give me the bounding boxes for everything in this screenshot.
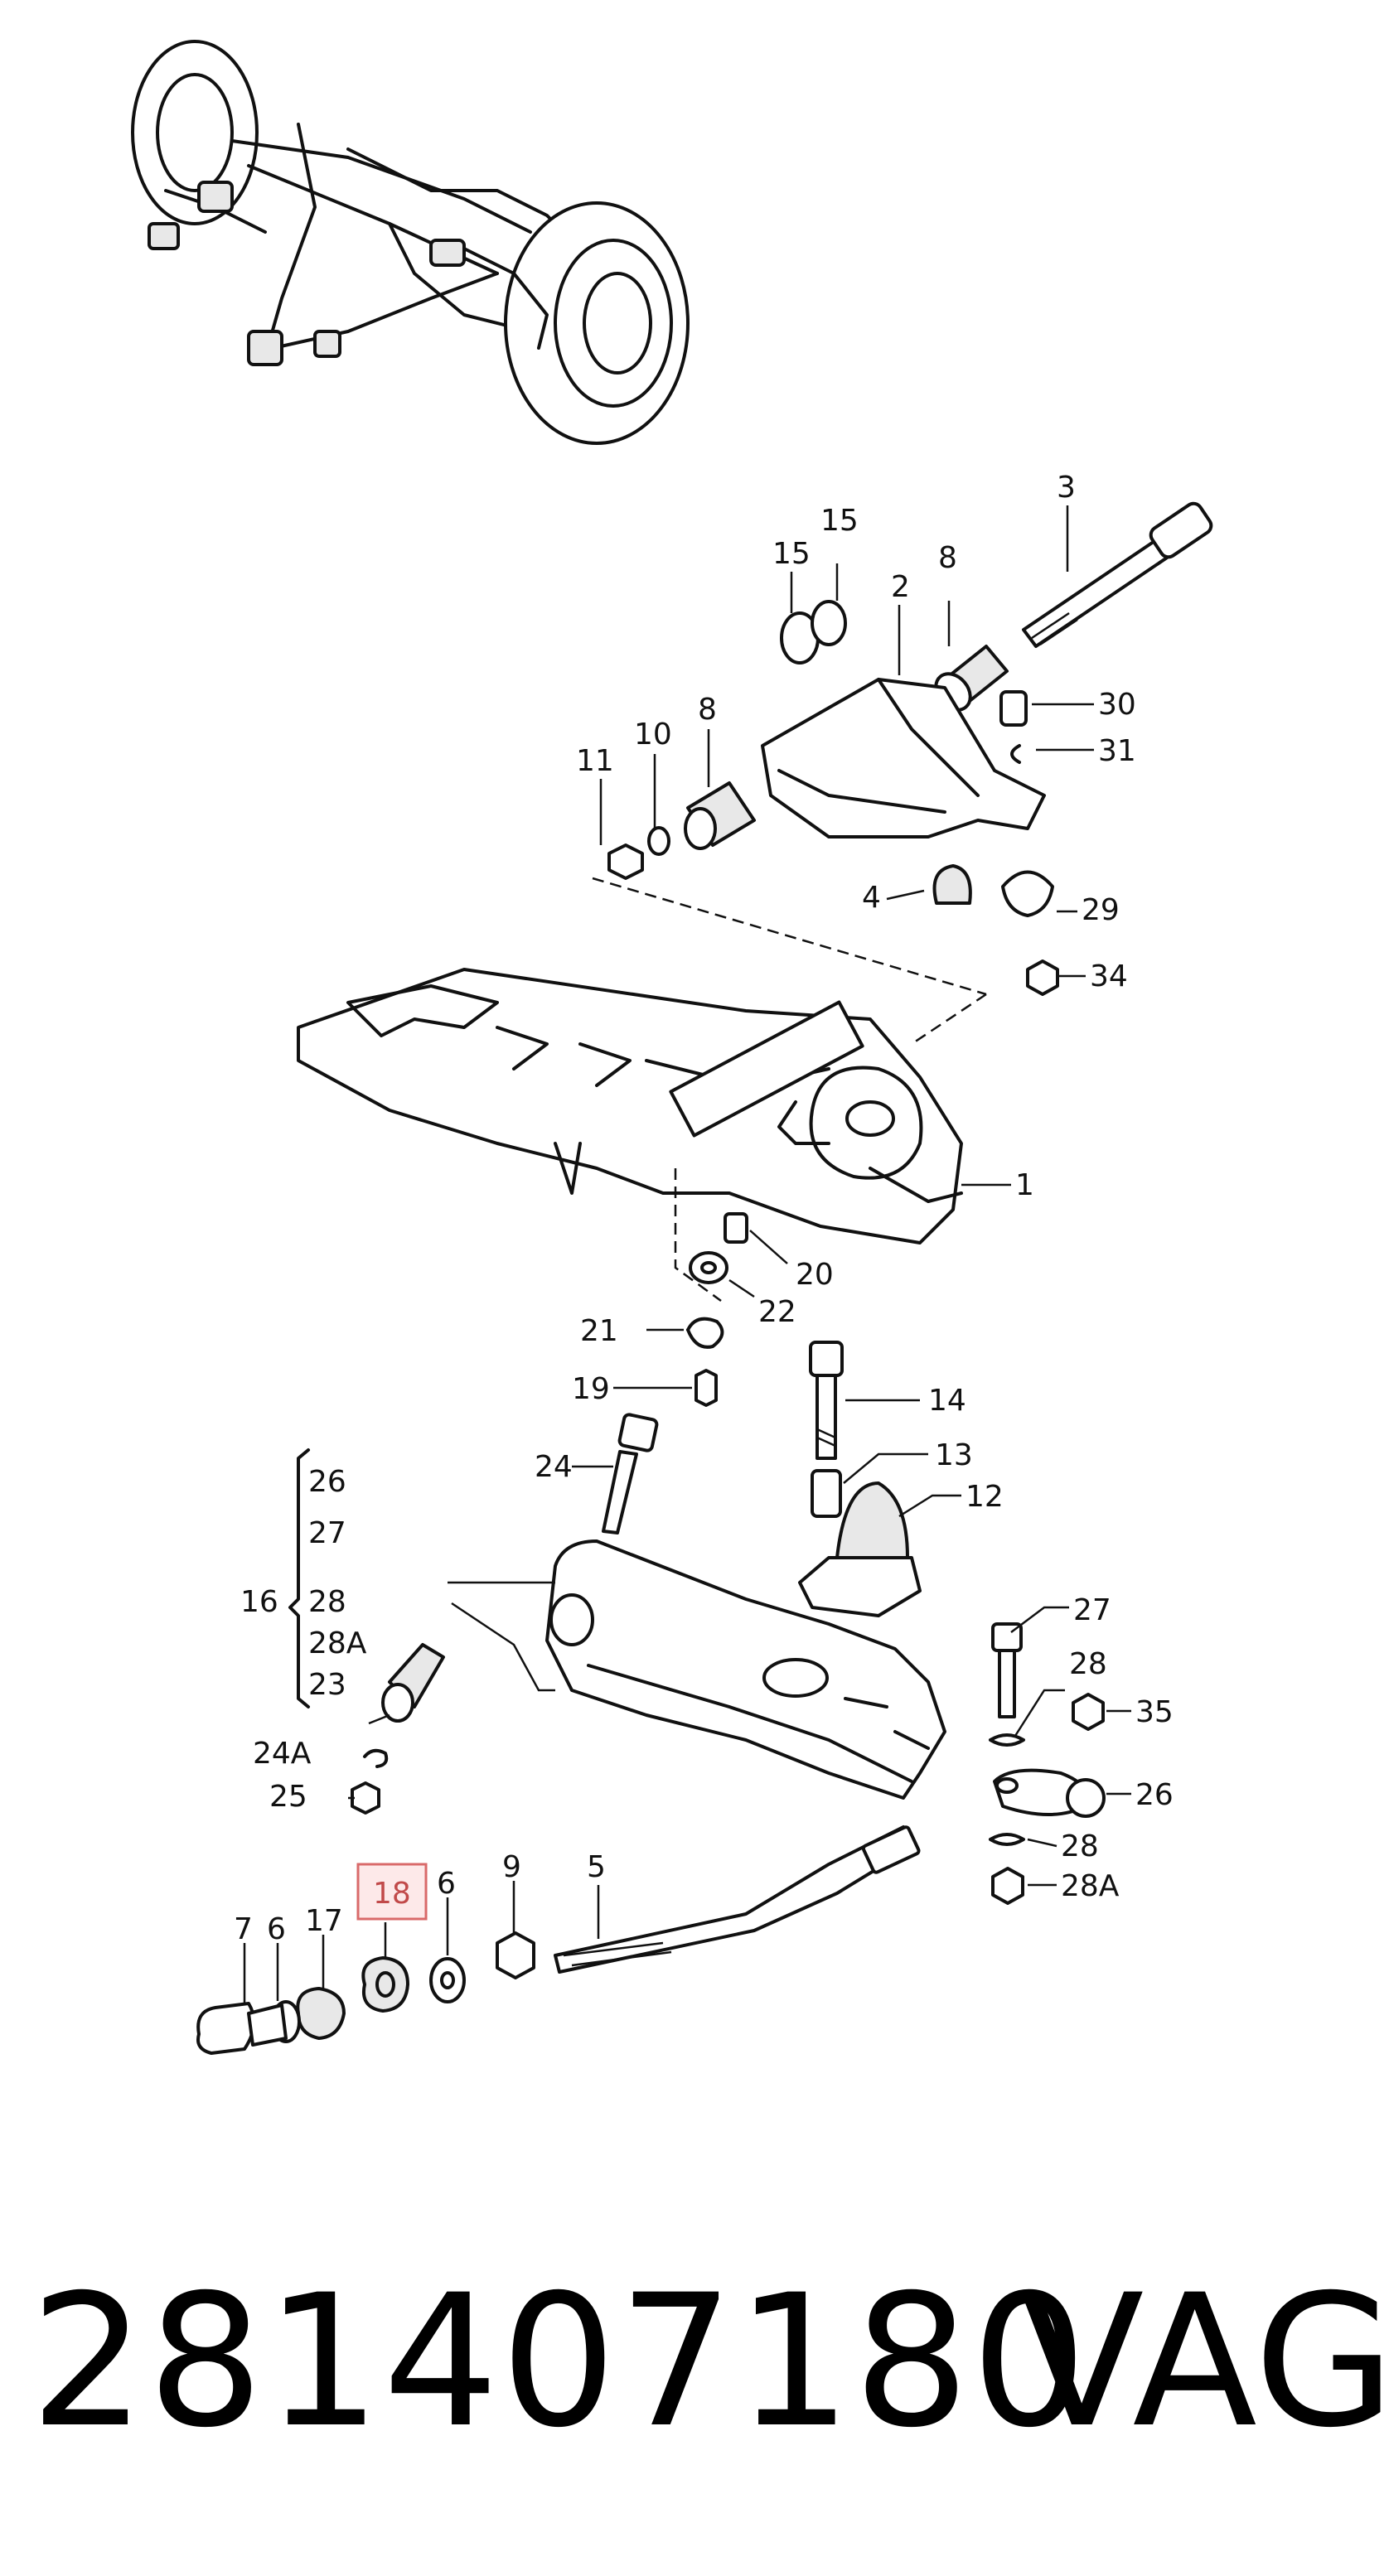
label-24A: 24A: [253, 1737, 312, 1771]
bracket-16: [288, 1448, 310, 1708]
label-8a: 8: [938, 541, 957, 575]
label-22: 22: [758, 1295, 796, 1329]
ball-joint-29: [1001, 870, 1054, 917]
label-4: 4: [862, 881, 881, 915]
bushing-18: [361, 1956, 409, 2013]
label-15a: 15: [772, 537, 811, 571]
bolt-14: [809, 1341, 844, 1460]
label-7: 7: [234, 1912, 253, 1946]
label-34: 34: [1090, 959, 1128, 993]
bump-stop-12: [798, 1481, 922, 1617]
label-28-right-lower: 28: [1061, 1829, 1099, 1863]
label-17: 17: [305, 1904, 343, 1938]
clip-21: [686, 1317, 724, 1349]
label-1: 1: [1015, 1168, 1034, 1202]
clip-24A: [363, 1748, 389, 1768]
brand-name: VAG: [1019, 2255, 1389, 2467]
label-5: 5: [587, 1850, 606, 1884]
lock-washer-28-lower: [989, 1833, 1025, 1846]
mid-fasteners: [674, 1168, 922, 1617]
highlight-box-18: [356, 1863, 428, 1921]
lower-control-arm-group: [288, 1413, 946, 1815]
label-19: 19: [572, 1372, 610, 1406]
label-29: 29: [1082, 893, 1120, 927]
strut-rod-group: [196, 1825, 921, 2055]
washer-15b: [811, 600, 847, 646]
label-35: 35: [1135, 1695, 1174, 1729]
label-11: 11: [576, 744, 614, 778]
nut-35: [1072, 1693, 1105, 1731]
label-27-right: 27: [1073, 1593, 1111, 1627]
bolt-24: [602, 1413, 659, 1534]
label-24: 24: [535, 1450, 573, 1484]
label-23: 23: [308, 1668, 346, 1702]
label-28A-right: 28A: [1061, 1869, 1120, 1903]
washer-6-right: [429, 1957, 466, 2003]
label-20: 20: [796, 1258, 834, 1292]
label-12: 12: [966, 1480, 1004, 1514]
bolt-30: [999, 690, 1028, 727]
callout-labels: 3 15 15 8 2 30 31 11 10 8 4 29 34 1 20 2…: [234, 471, 1174, 1946]
label-10: 10: [634, 718, 672, 752]
lower-arm: [545, 1539, 946, 1800]
label-31: 31: [1098, 734, 1136, 768]
bolt-27: [991, 1622, 1023, 1718]
upper-control-arm-group: [592, 501, 1213, 1046]
label-3: 3: [1057, 471, 1076, 505]
nut-9: [496, 1931, 535, 1979]
label-26-right: 26: [1135, 1778, 1174, 1812]
label-14: 14: [928, 1384, 966, 1418]
label-21: 21: [580, 1314, 618, 1348]
nut-25: [351, 1781, 380, 1815]
washer-10: [647, 826, 670, 856]
label-18: 18: [373, 1877, 411, 1911]
bolt-20: [724, 1212, 748, 1244]
ball-joint-26: [993, 1768, 1106, 1818]
label-6-left: 6: [267, 1912, 286, 1946]
label-15b: 15: [820, 504, 859, 538]
part-number: 281407180: [30, 2255, 1089, 2467]
label-26-left: 26: [308, 1465, 346, 1499]
bushing-17: [296, 1987, 346, 2040]
label-13: 13: [935, 1438, 973, 1472]
ball-joint-lower-group: [989, 1622, 1106, 1905]
sleeve-13: [811, 1469, 842, 1518]
parts-exploded-diagram: 3 15 15 8 2 30 31 11 10 8 4 29 34 1 20 2…: [131, 40, 1213, 2055]
label-8b: 8: [698, 693, 717, 727]
lock-washer-28-upper: [989, 1733, 1025, 1747]
washer-22: [689, 1251, 728, 1284]
label-9: 9: [502, 1850, 521, 1884]
clip-31: [1010, 744, 1021, 764]
nut-28A: [991, 1867, 1024, 1905]
label-16: 16: [240, 1585, 278, 1619]
nut-11: [607, 843, 644, 880]
bolt-3: [1022, 501, 1213, 648]
strut-rod-5: [554, 1825, 921, 1974]
label-28-left: 28: [308, 1585, 346, 1619]
label-2: 2: [891, 570, 910, 604]
bolt-19: [694, 1369, 718, 1407]
bolt-7: [196, 2002, 288, 2055]
subframe-1: [297, 968, 963, 1245]
label-28-right-upper: 28: [1069, 1647, 1107, 1681]
label-6-right: 6: [437, 1867, 456, 1901]
bushing-23: [381, 1643, 445, 1723]
label-30: 30: [1098, 688, 1136, 722]
label-25: 25: [269, 1780, 307, 1814]
overview-suspension-illustration: [131, 40, 690, 445]
bump-stop-4: [932, 864, 972, 905]
leader-lines: [243, 505, 1131, 2005]
nut-34: [1026, 959, 1059, 996]
label-28A-left: 28A: [308, 1626, 367, 1660]
label-27-left: 27: [308, 1516, 346, 1550]
